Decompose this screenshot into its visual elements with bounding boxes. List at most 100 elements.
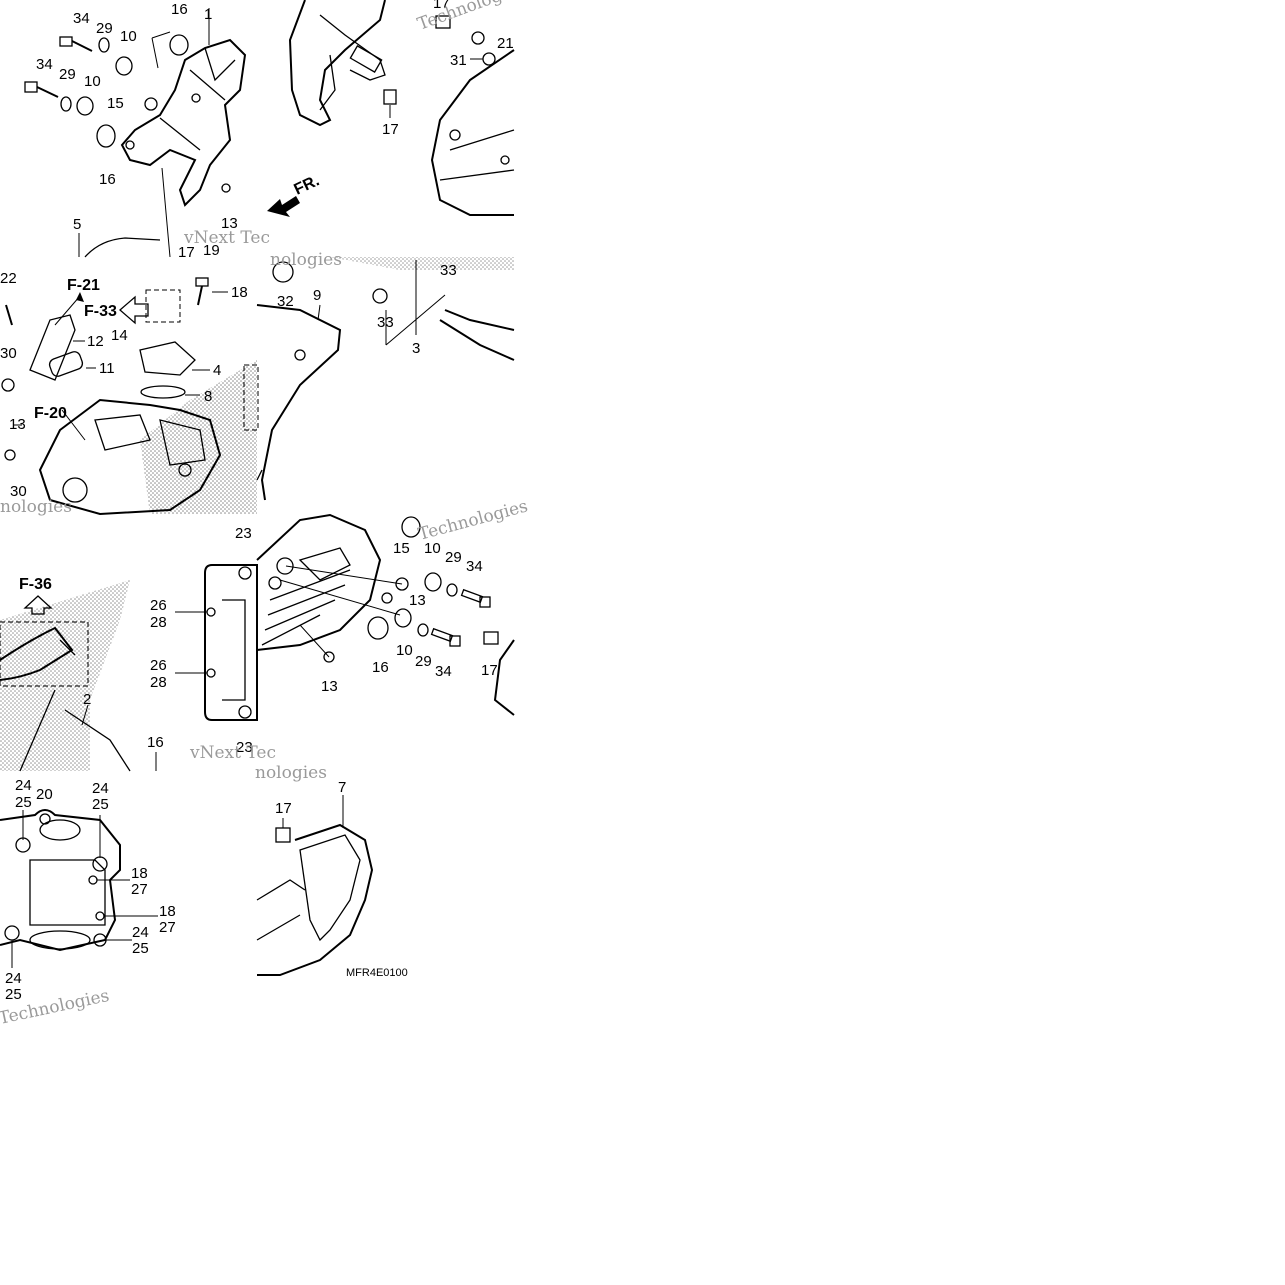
label-23: 23	[236, 739, 253, 756]
label-17: 17	[178, 244, 195, 261]
label-25: 25	[132, 940, 149, 957]
collar-15	[395, 577, 409, 591]
label-10: 10	[84, 73, 101, 90]
label-13: 13	[9, 416, 26, 433]
front-label: FR.	[292, 172, 323, 198]
label-29: 29	[415, 653, 432, 670]
label-34: 34	[36, 56, 53, 73]
label-33: 33	[440, 262, 457, 279]
washer-29	[446, 583, 458, 597]
label-23: 23	[235, 525, 252, 542]
clip-17-lower	[383, 89, 397, 105]
label-30: 30	[10, 483, 27, 500]
tile-side-cover: FR. 17 21 31 17 Technologies	[267, 0, 527, 217]
label-34: 34	[466, 558, 483, 575]
label-13: 13	[409, 592, 426, 609]
label-8: 8	[204, 388, 212, 405]
bracket-1	[120, 38, 247, 207]
bolt-34-lower	[24, 81, 59, 98]
label-14: 14	[111, 327, 128, 344]
label-32: 32	[277, 293, 294, 310]
grommet-16-lower	[96, 124, 116, 148]
label-34: 34	[435, 663, 452, 680]
watermark: nologies	[0, 497, 72, 517]
collar-15	[144, 97, 158, 111]
ref-f33: F-33	[84, 303, 117, 320]
label-26: 26	[150, 597, 167, 614]
label-25: 25	[5, 986, 22, 1003]
label-2: 2	[83, 691, 91, 708]
watermark: vNext Tec	[189, 743, 276, 763]
label-9: 9	[313, 287, 321, 304]
panel-9	[256, 304, 342, 501]
label-10: 10	[120, 28, 137, 45]
label-15: 15	[393, 540, 410, 557]
label-24: 24	[132, 924, 149, 941]
part-11	[48, 351, 84, 377]
screw-21	[471, 31, 485, 45]
grommet-10-lower	[394, 608, 412, 628]
label-16: 16	[372, 659, 389, 676]
watermark: Technologies	[416, 496, 530, 544]
watermark: nologies	[255, 763, 327, 783]
collar-33	[372, 288, 388, 304]
label-34: 34	[73, 10, 90, 27]
grommet-10-upper	[115, 56, 133, 76]
tile-bracket-assembly: 34 29 10 16 1 34 29 10 15 16 13 5 17 19 …	[24, 1, 270, 261]
watermark: vNext Tec	[183, 228, 270, 248]
gasket-plate	[204, 564, 258, 721]
grommet-16-upper	[169, 34, 189, 56]
ref-f36: F-36	[19, 576, 52, 593]
washer-29-lower	[60, 96, 72, 112]
label-29: 29	[96, 20, 113, 37]
label-7: 7	[338, 779, 346, 796]
label-16: 16	[171, 1, 188, 18]
label-11: 11	[99, 360, 115, 377]
tile-cover-panel: 32 9 33 33 3 nologies	[243, 250, 515, 501]
diagram-code: MFR4E0100	[346, 967, 408, 979]
label-1: 1	[204, 6, 212, 23]
tile-cover-7: 17 7 MFR4E0100 nologies	[255, 763, 408, 979]
label-10: 10	[396, 642, 413, 659]
label-5: 5	[73, 216, 81, 233]
label-22: 22	[0, 270, 17, 287]
label-24: 24	[92, 780, 109, 797]
label-17: 17	[382, 121, 399, 138]
label-24: 24	[5, 970, 22, 987]
label-17: 17	[433, 0, 450, 12]
label-26: 26	[150, 657, 167, 674]
tile-throttle-body: 22 F-21 F-33 12 18 14 30 11 4 8 F-20 13 …	[0, 270, 257, 517]
label-19: 19	[203, 242, 220, 259]
washer-29-lower	[417, 623, 429, 637]
watermark: Technologies	[415, 0, 528, 35]
tile-intake-gasket: 24 25 20 24 25 18 27 18 27 24 25 24 25 T…	[0, 777, 176, 1029]
tile-gasket: F-36 23 26 28 26 28 2 16 23 vNext Tec	[0, 525, 276, 772]
intake-gasket	[0, 809, 121, 952]
grommet-32	[272, 261, 294, 283]
label-24: 24	[15, 777, 32, 794]
label-4: 4	[213, 362, 221, 379]
tile-finned-cover: 15 10 29 34 13 16 10 29 34 17 13 Technol…	[256, 496, 530, 716]
clip-17	[435, 15, 451, 29]
watermark: nologies	[270, 250, 342, 270]
label-18: 18	[231, 284, 248, 301]
grommet-10	[424, 572, 442, 592]
f33-arrow	[119, 295, 149, 325]
front-direction-arrow: FR.	[267, 172, 322, 217]
label-25: 25	[92, 796, 109, 813]
label-3: 3	[412, 340, 420, 357]
ref-f21: F-21	[67, 277, 100, 294]
label-33: 33	[377, 314, 394, 331]
label-21: 21	[497, 35, 514, 52]
label-27: 27	[159, 919, 176, 936]
grommet-16	[367, 616, 389, 640]
label-30: 30	[0, 345, 17, 362]
part-4	[139, 341, 196, 376]
throttle-body	[38, 398, 222, 516]
ref-f20: F-20	[34, 405, 67, 422]
label-16: 16	[147, 734, 164, 751]
f36-arrow	[23, 595, 53, 615]
label-31: 31	[450, 52, 467, 69]
label-17: 17	[481, 662, 498, 679]
label-16: 16	[99, 171, 116, 188]
